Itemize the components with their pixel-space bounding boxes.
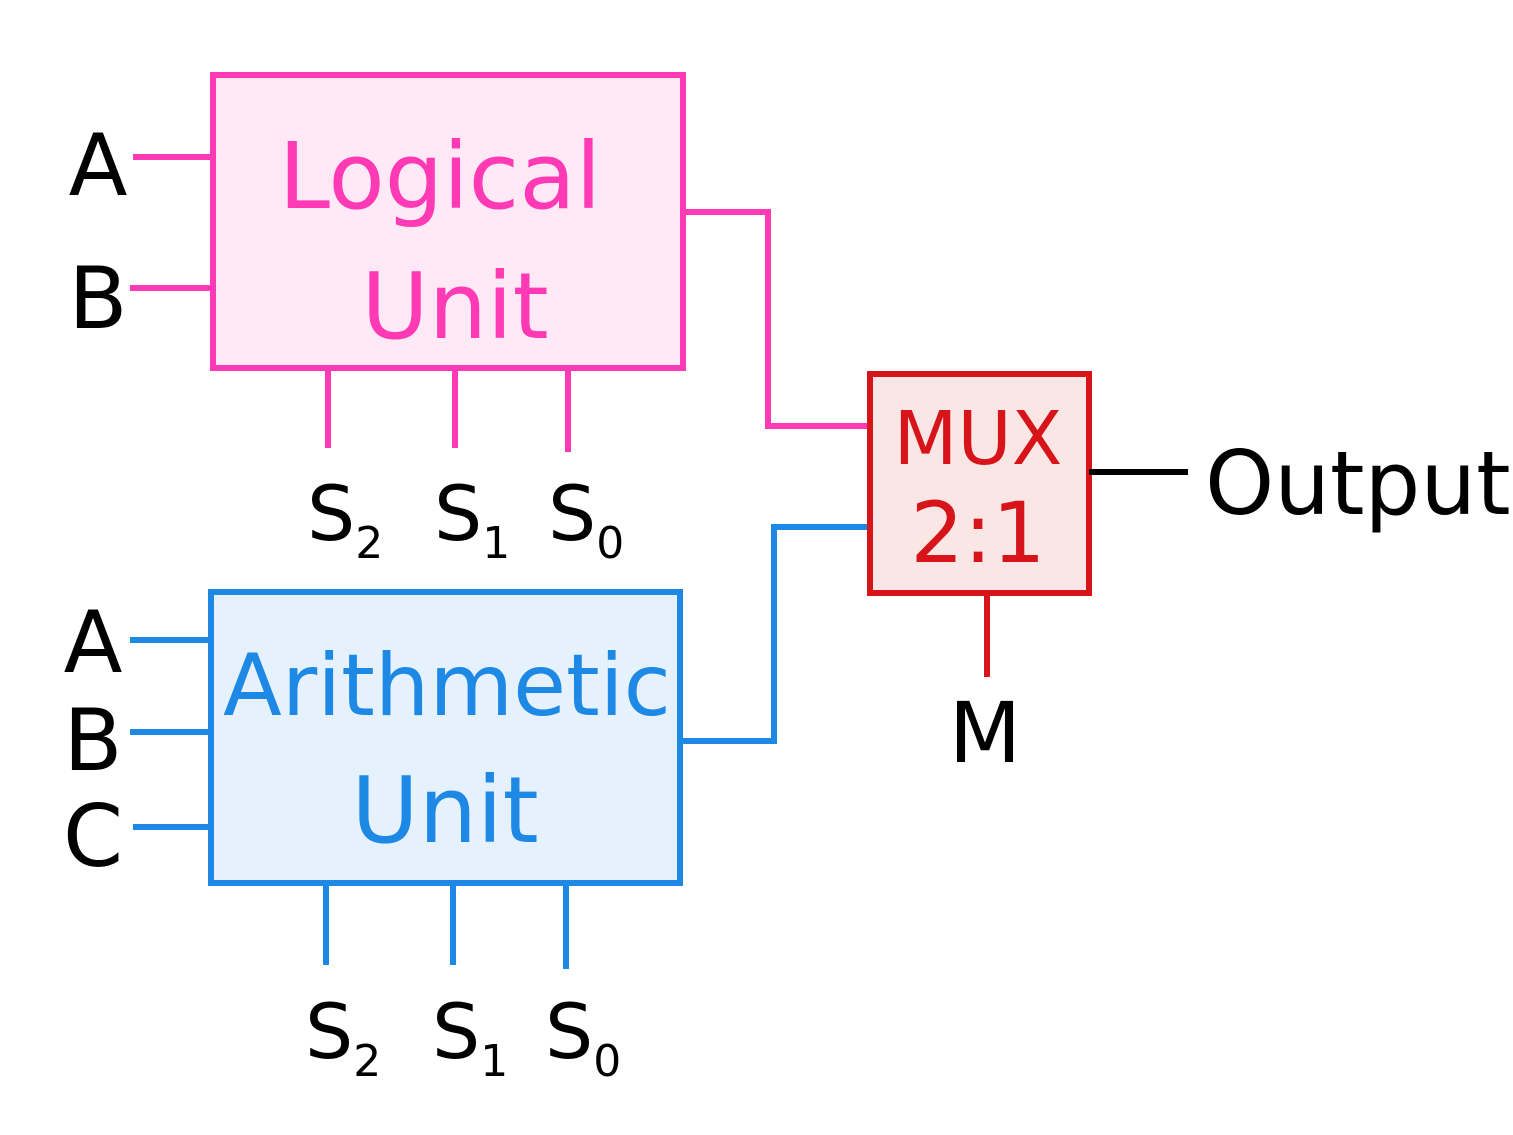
- logical-input-a-label: A: [69, 116, 128, 216]
- logical-select-s1-label: S1: [434, 469, 510, 569]
- logical-unit-subtitle: Unit: [361, 253, 548, 360]
- arithmetic-unit-box: [208, 589, 683, 886]
- arithmetic-input-c-label: C: [63, 787, 123, 887]
- output-label: Output: [1205, 432, 1511, 535]
- arithmetic-unit-group: Arithmetic Unit A B C S2 S1 S0: [63, 524, 870, 1087]
- mux-box: [867, 371, 1092, 596]
- arithmetic-unit-title: Arithmetic: [223, 636, 671, 736]
- mux-title: MUX: [894, 396, 1063, 482]
- logical-unit-title: Logical: [279, 123, 601, 230]
- logical-input-b-label: B: [69, 249, 128, 349]
- logical-output-wire: [683, 209, 870, 429]
- logical-select-s0-label: S0: [548, 469, 624, 569]
- arithmetic-unit-subtitle: Unit: [351, 757, 538, 864]
- mux-group: MUX 2:1 M Output: [867, 371, 1511, 782]
- mux-ratio: 2:1: [910, 484, 1045, 582]
- arithmetic-select-s1-label: S1: [432, 987, 508, 1087]
- logical-unit-group: Logical Unit A B S2 S1 S0: [69, 72, 870, 569]
- logical-unit-box: [210, 72, 686, 371]
- arithmetic-select-s0-label: S0: [545, 987, 621, 1087]
- logical-select-s2-label: S2: [307, 469, 383, 569]
- mux-select-label: M: [949, 684, 1021, 782]
- arithmetic-input-b-label: B: [64, 691, 123, 791]
- arithmetic-input-a-label: A: [64, 593, 123, 693]
- arithmetic-select-s2-label: S2: [305, 987, 381, 1087]
- arithmetic-output-wire: [680, 524, 870, 744]
